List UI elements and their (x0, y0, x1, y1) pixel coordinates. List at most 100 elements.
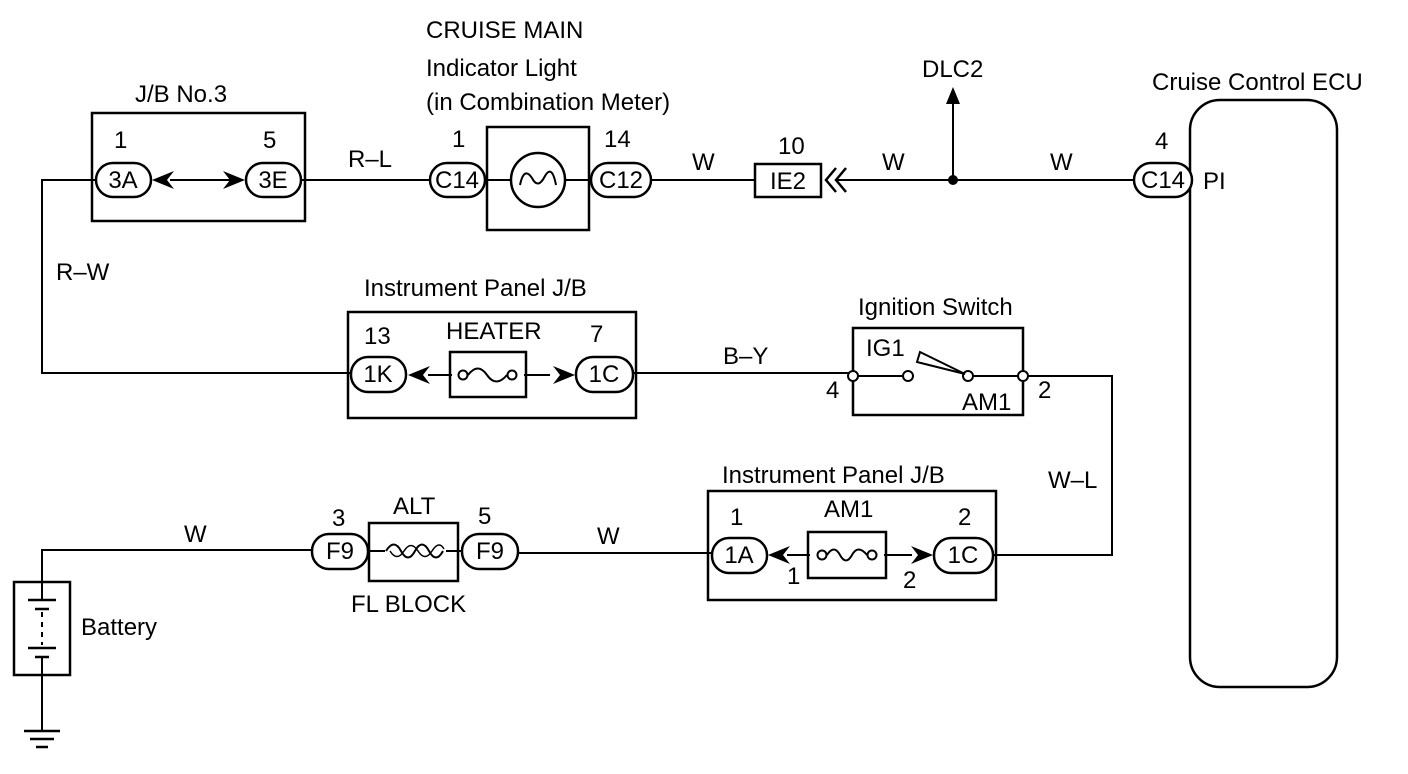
battery-label: Battery (81, 614, 157, 641)
fl-block-pin-right: 5 (478, 503, 491, 530)
connector-c14-left (428, 161, 487, 199)
alt-fuse-label: ALT (393, 493, 436, 520)
ip-jb-am1-box (706, 489, 998, 602)
am1-fuse-box (806, 530, 888, 580)
connector-ie2-mark-2 (834, 167, 847, 193)
connector-f9-left-label: F9 (326, 538, 354, 565)
connector-ie2-mark-1 (824, 167, 837, 193)
jb-no3-pin-right: 5 (263, 127, 276, 154)
connector-c12 (589, 161, 653, 199)
cruise-main-title-1: CRUISE MAIN (426, 17, 583, 44)
connector-1k (349, 355, 408, 394)
jb-no3-title: J/B No.3 (135, 81, 227, 108)
ignition-switch-title: Ignition Switch (858, 294, 1013, 321)
connector-f9-right (460, 532, 520, 571)
ignition-pin-left: 4 (826, 377, 839, 404)
ip-jb-am1-pin-left: 1 (730, 504, 743, 531)
connector-3e (244, 161, 303, 199)
connector-3e-label: 3E (258, 167, 287, 194)
ignition-ig1-label: IG1 (866, 335, 905, 362)
wire-label-w3: W (1050, 149, 1073, 176)
ignition-switch: Ignition Switch IG1 AM1 4 2 (826, 294, 1051, 417)
ip-jb-am1-title: Instrument Panel J/B (722, 462, 945, 489)
ip-jb-heater-pin-left: 13 (364, 323, 391, 350)
am1-fuse-icon (826, 548, 868, 562)
ignition-switch-blade-icon (915, 350, 966, 375)
ip-jb-heater-pin-right: 7 (590, 321, 603, 348)
junction-dot (948, 175, 958, 185)
connector-1c-heater-arrow (553, 366, 575, 384)
ecu-terminal-pi: PI (1203, 168, 1226, 195)
cruise-main-indicator: CRUISE MAIN Indicator Light (in Combinat… (426, 17, 670, 232)
am1-fuse-term-left (816, 549, 828, 561)
connector-c14-ecu (1132, 161, 1194, 199)
wire-label-w4: W (597, 523, 620, 550)
connector-f9-left (310, 532, 370, 571)
wire-label-by: B–Y (723, 343, 768, 370)
bulb-filament (519, 170, 557, 186)
dlc2-group: DLC2 (922, 56, 983, 185)
connector-1k-arrow (408, 366, 430, 384)
connector-ie2 (753, 162, 823, 199)
connector-1a-label: 1A (724, 542, 753, 569)
ip-jb-heater-box (346, 310, 638, 420)
combination-meter-box (485, 125, 591, 232)
fl-block-pin-left: 3 (332, 505, 345, 532)
ignition-term-ig1 (902, 370, 914, 382)
wire-label-rw: R–W (56, 259, 110, 286)
ip-jb-am1-inner-right: 2 (903, 567, 916, 594)
connector-1c-heater (574, 355, 635, 394)
dlc2-label: DLC2 (922, 56, 983, 83)
connector-1a-arrow (768, 546, 790, 564)
connector-1k-label: 1K (363, 361, 392, 388)
alt-fuse-icon (385, 543, 444, 559)
connector-3a (94, 161, 153, 199)
heater-fuse-label: HEATER (446, 318, 542, 345)
wire-wl (992, 375, 1113, 556)
connector-ie2-group: 10 IE2 (753, 133, 847, 199)
connector-c14-ecu-label: C14 (1141, 167, 1185, 194)
wire-w5 (41, 549, 313, 582)
heater-fuse-term-right (506, 369, 518, 381)
connector-1c-am1-arrow (911, 546, 933, 564)
connector-c14-left-label: C14 (435, 167, 479, 194)
connector-3e-arrow (223, 171, 245, 189)
heater-fuse-icon (467, 367, 508, 383)
bulb-icon (509, 151, 567, 209)
connector-1c-heater-label: 1C (589, 361, 620, 388)
connector-3a-label: 3A (108, 167, 137, 194)
cruise-main-pin-right: 14 (604, 126, 631, 153)
wire-labels: R–L W W W R–W B–Y W–L W W (56, 146, 1097, 550)
cruise-main-pin-left: 1 (452, 126, 465, 153)
connector-3a-arrow (152, 171, 174, 189)
ip-jb-heater: Instrument Panel J/B 13 7 HEATER 1K 1C (346, 275, 638, 420)
connector-c12-label: C12 (599, 167, 643, 194)
ecu-box (1188, 98, 1339, 689)
wires (41, 100, 1136, 730)
alt-fuse-icon-2 (389, 544, 445, 558)
ecu-pin: 4 (1155, 128, 1168, 155)
ip-jb-am1-pin-right: 2 (958, 504, 971, 531)
am1-fuse-term-right (866, 549, 878, 561)
ip-jb-am1-inner-left: 1 (787, 563, 800, 590)
wire-label-w2: W (882, 149, 905, 176)
battery-group: Battery (12, 580, 157, 749)
ip-jb-am1: Instrument Panel J/B 1 2 AM1 1A 1C 1 2 (706, 462, 998, 602)
connector-1c-am1 (932, 536, 995, 575)
connector-ie2-label: IE2 (770, 168, 806, 195)
cruise-main-title-2: Indicator Light (426, 55, 577, 82)
jb-no3-box (90, 111, 307, 223)
connector-1a (710, 536, 769, 575)
cruise-main-title-3: (in Combination Meter) (426, 89, 670, 116)
jb-no3-pin-left: 1 (114, 127, 127, 154)
ignition-term-2 (1017, 370, 1029, 382)
ignition-am1-label: AM1 (962, 389, 1011, 416)
connector-1c-am1-label: 1C (948, 542, 979, 569)
wire-rw (41, 179, 350, 374)
heater-fuse-term-left (457, 369, 469, 381)
jb-no3: J/B No.3 1 5 3A 3E (90, 81, 307, 223)
fl-block: 3 ALT 5 F9 F9 FL BLOCK (310, 493, 520, 618)
heater-fuse-box (448, 350, 528, 399)
wire-label-w1: W (692, 149, 715, 176)
